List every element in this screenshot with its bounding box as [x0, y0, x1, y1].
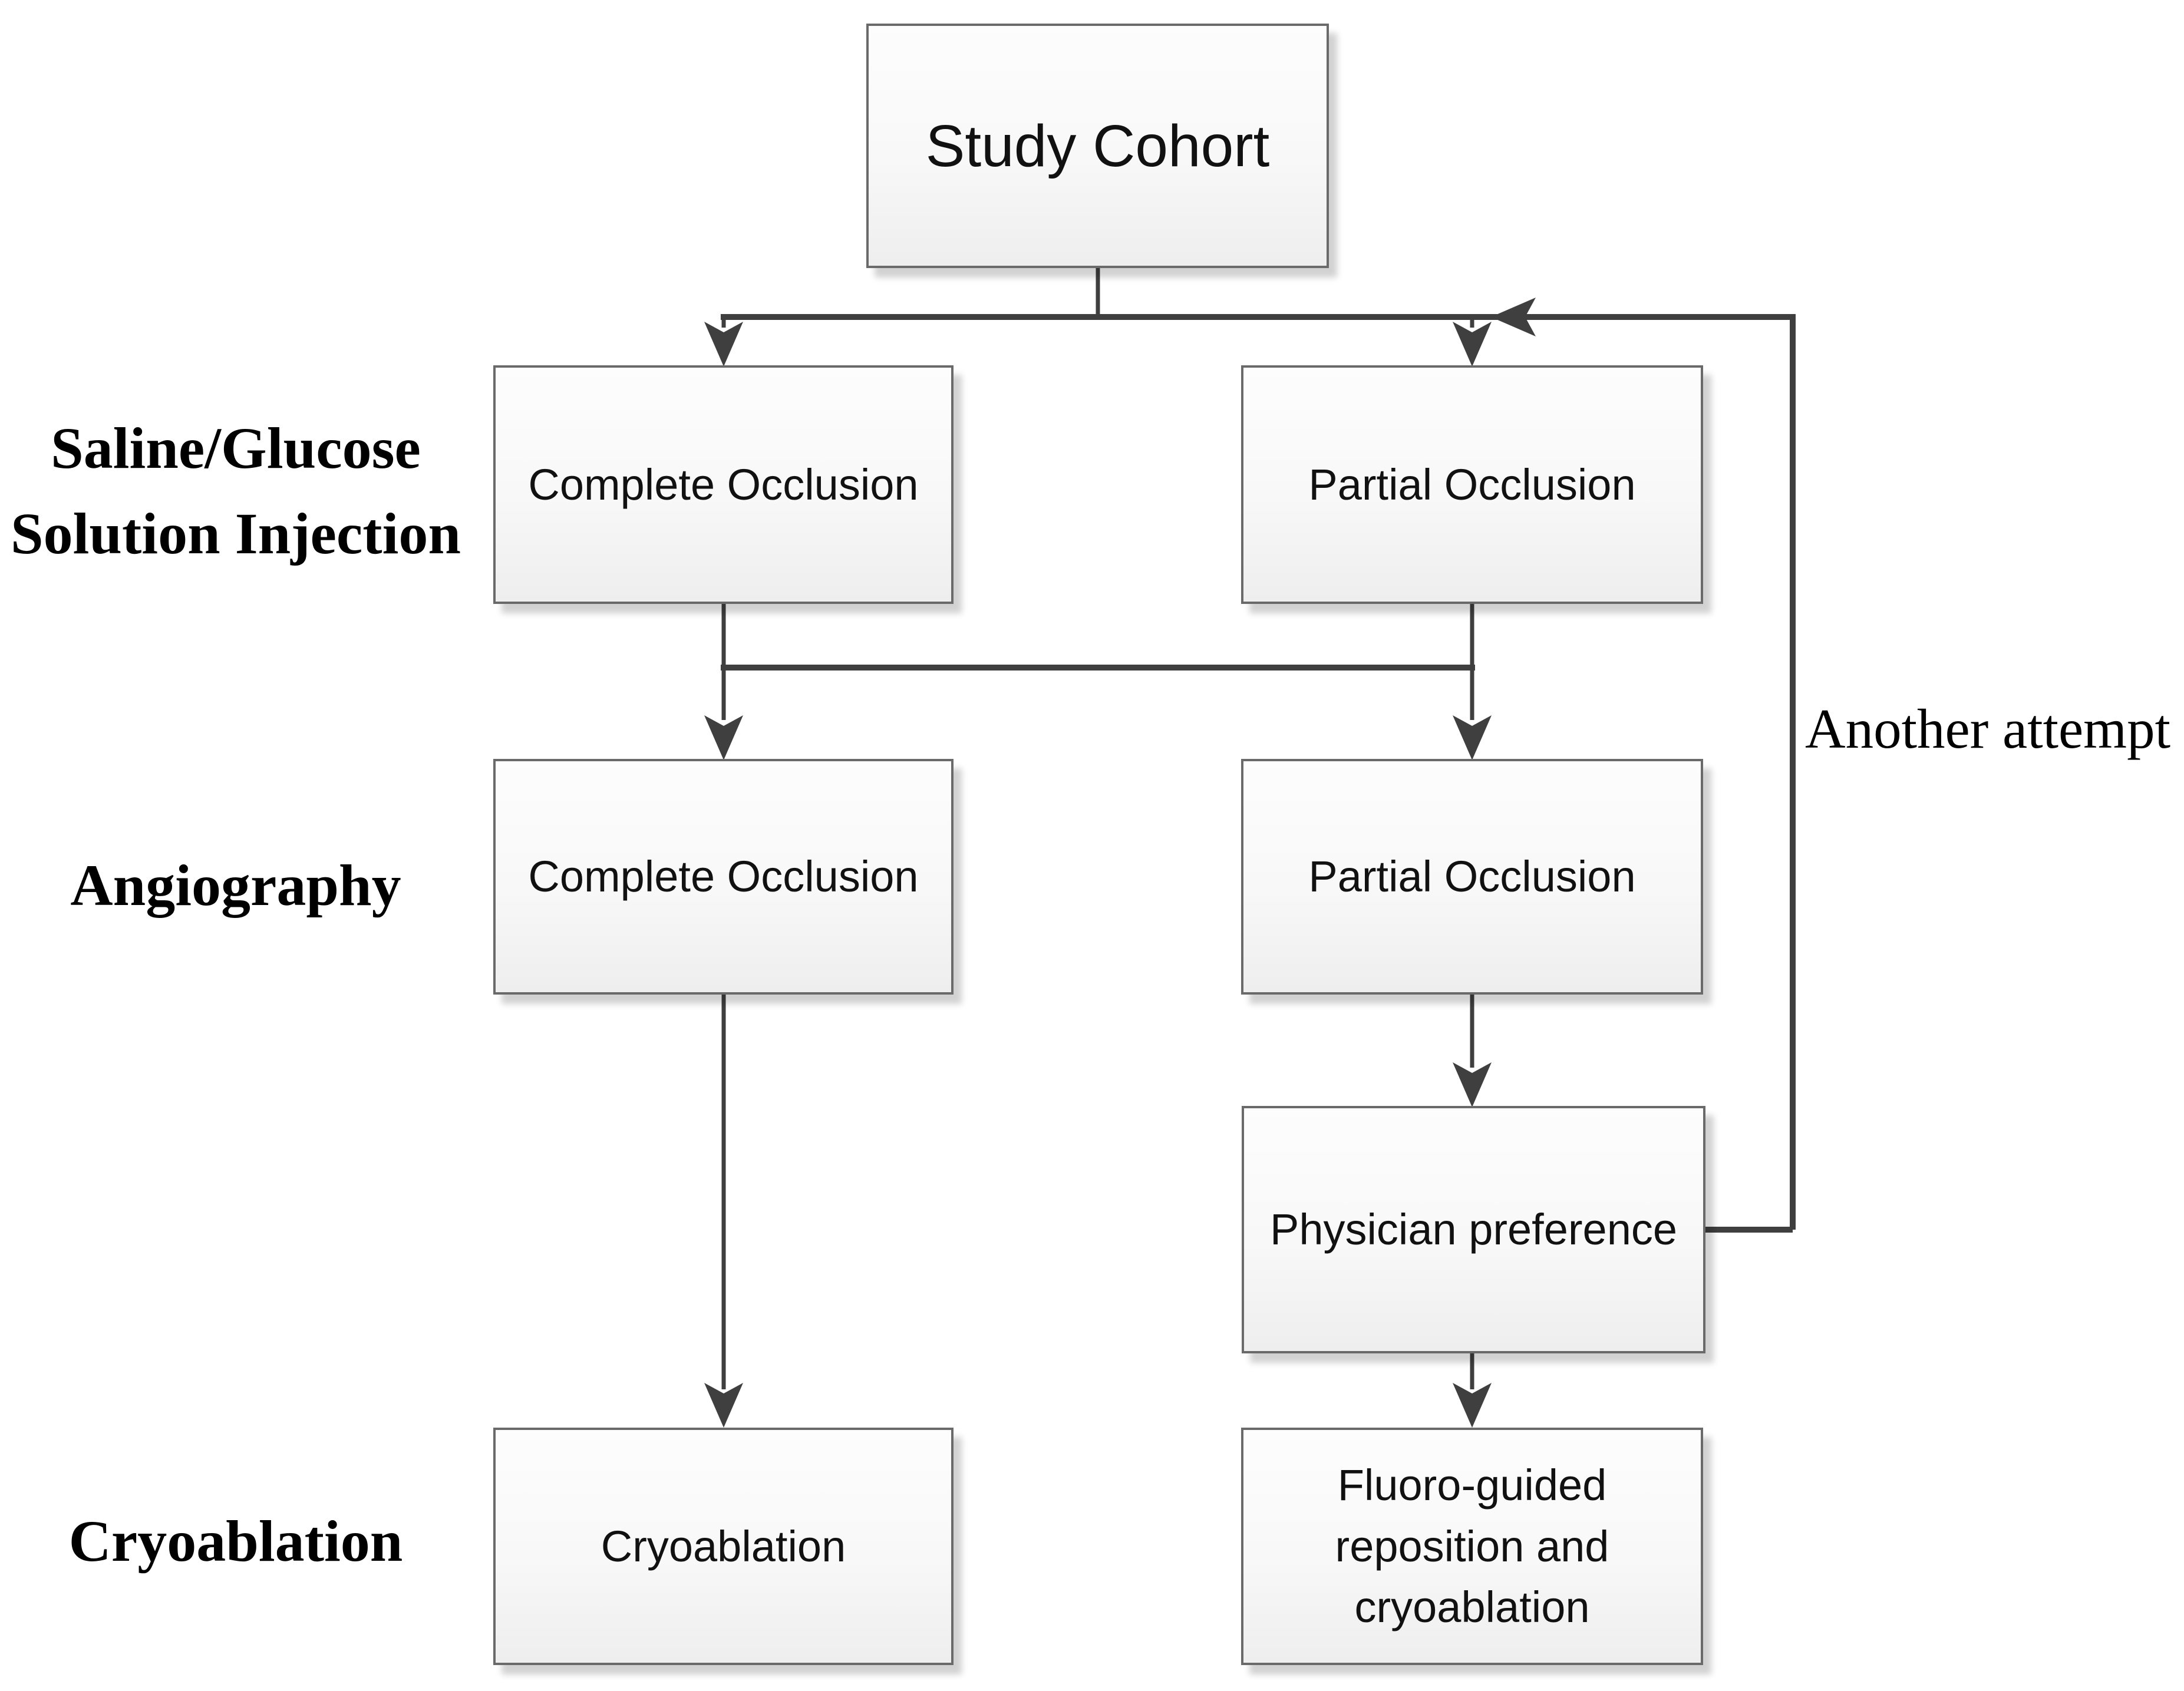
node-partial-occlusion-saline-label: Partial Occlusion — [1308, 460, 1636, 509]
node-complete-occlusion-angio-label: Complete Occlusion — [528, 852, 919, 901]
node-complete-occlusion-saline: Complete Occlusion — [493, 365, 954, 604]
arrowhead-into-cryoablation — [704, 1383, 743, 1428]
arrowhead-into-partial-occlusion-1 — [1453, 322, 1492, 366]
node-partial-occlusion-angio-label: Partial Occlusion — [1308, 852, 1636, 901]
arrowhead-into-partial-occlusion-2 — [1453, 715, 1492, 760]
node-study-cohort: Study Cohort — [866, 24, 1329, 268]
row-label-saline-line1: Saline/Glucose — [51, 415, 421, 481]
node-physician-preference-label: Physician preference — [1269, 1205, 1678, 1254]
node-cryoablation-label: Cryoablation — [601, 1521, 846, 1571]
arrowhead-into-physician-preference — [1453, 1062, 1492, 1107]
node-partial-occlusion-saline: Partial Occlusion — [1241, 365, 1703, 604]
node-physician-preference: Physician preference — [1242, 1106, 1705, 1353]
row-label-angiography: Angiography — [70, 853, 401, 918]
node-cryoablation: Cryoablation — [493, 1428, 954, 1665]
node-fluoro-reposition: Fluoro-guided reposition and cryoablatio… — [1241, 1428, 1703, 1665]
row-label-saline-glucose: Saline/Glucose Solution Injection — [0, 405, 471, 576]
arrowhead-another-attempt — [1491, 298, 1536, 336]
arrowhead-into-complete-occlusion-1 — [704, 322, 743, 366]
row-label-saline-line2: Solution Injection — [10, 501, 461, 566]
row-label-cryoablation: Cryoablation — [68, 1508, 403, 1574]
edge-label-another-attempt: Another attempt — [1805, 698, 2170, 760]
arrowhead-into-complete-occlusion-2 — [704, 715, 743, 760]
node-fluoro-reposition-label: Fluoro-guided reposition and cryoablatio… — [1335, 1461, 1609, 1632]
node-complete-occlusion-angio: Complete Occlusion — [493, 759, 954, 995]
node-study-cohort-label: Study Cohort — [925, 113, 1270, 179]
arrowhead-into-fluoro — [1453, 1383, 1492, 1428]
node-partial-occlusion-angio: Partial Occlusion — [1241, 759, 1703, 995]
node-complete-occlusion-saline-label: Complete Occlusion — [528, 460, 919, 509]
